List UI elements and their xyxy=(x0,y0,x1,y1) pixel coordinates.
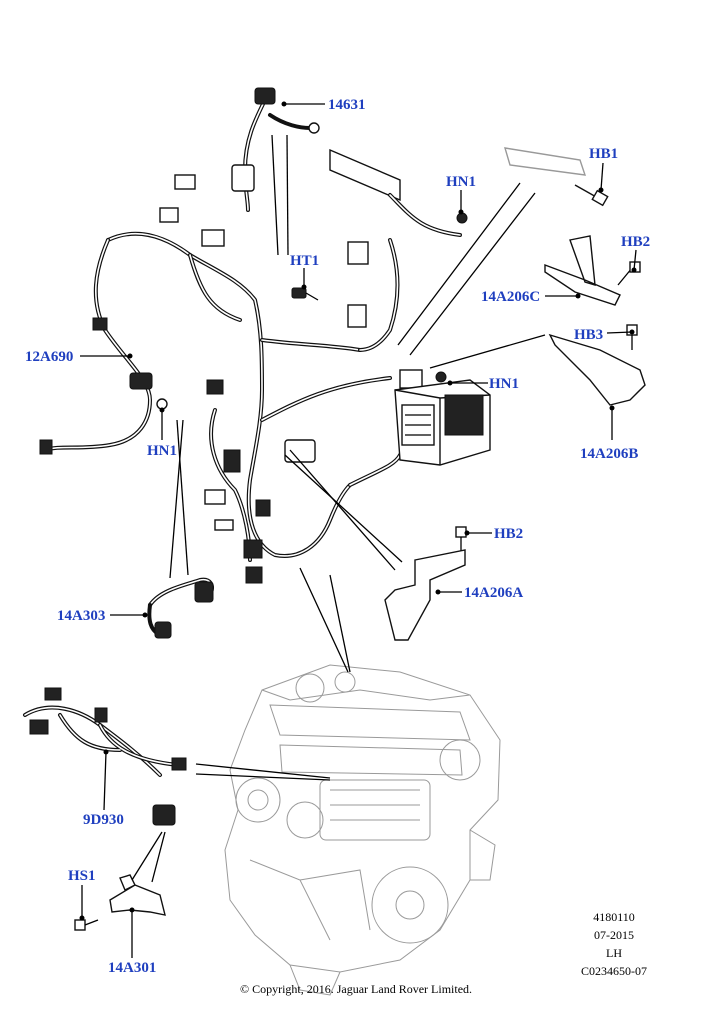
callout-14a206b[interactable]: 14A206B xyxy=(580,446,638,462)
bolt-hb3 xyxy=(626,324,638,350)
bracket-14a206b xyxy=(548,333,646,406)
callout-14a206c[interactable]: 14A206C xyxy=(481,289,540,305)
diagram-side: LH xyxy=(606,946,622,960)
leader-lines xyxy=(79,101,637,958)
nut-hn1-top xyxy=(456,212,468,224)
bracket-14a301 xyxy=(109,874,166,916)
bolt-hb2-mid xyxy=(455,526,467,552)
copyright-notice: © Copyright, 2016. Jaguar Land Rover Lim… xyxy=(240,982,472,996)
relay-bracket xyxy=(329,147,587,237)
sensor-ht1 xyxy=(291,287,319,301)
fuse-box-module xyxy=(394,379,491,466)
battery-cable-14631 xyxy=(231,87,320,212)
callout-14a303[interactable]: 14A303 xyxy=(57,608,105,624)
main-wiring-harness xyxy=(39,174,423,584)
screw-hs1 xyxy=(74,919,99,931)
bolt-hb2-top xyxy=(617,261,641,286)
callout-hs1[interactable]: HS1 xyxy=(68,868,96,884)
sub-harness-14a303 xyxy=(147,577,214,639)
bracket-14a206c xyxy=(544,235,621,306)
callout-hn1-left[interactable]: HN1 xyxy=(147,443,177,459)
callout-hb3[interactable]: HB3 xyxy=(574,327,603,343)
callout-hb2-top[interactable]: HB2 xyxy=(621,234,650,250)
sub-harness-9d930 xyxy=(23,687,187,826)
callout-hb1[interactable]: HB1 xyxy=(589,146,618,162)
callout-14631[interactable]: 14631 xyxy=(328,97,366,113)
callout-hb2-mid[interactable]: HB2 xyxy=(494,526,523,542)
diagram-date: 07-2015 xyxy=(594,928,634,942)
callout-14a301[interactable]: 14A301 xyxy=(108,960,156,976)
callout-12a690[interactable]: 12A690 xyxy=(25,349,73,365)
callout-ht1[interactable]: HT1 xyxy=(290,253,319,269)
callout-9d930[interactable]: 9D930 xyxy=(83,812,124,828)
nut-hn1-right xyxy=(435,371,447,383)
engine-block-illustration xyxy=(224,664,501,996)
bracket-14a206a xyxy=(384,549,466,641)
bolt-hb1 xyxy=(574,184,609,207)
callout-14a206a[interactable]: 14A206A xyxy=(464,585,523,601)
diagram-reference: C0234650-07 xyxy=(581,964,647,978)
diagram-code: 4180110 xyxy=(593,910,635,924)
callout-hn1-top[interactable]: HN1 xyxy=(446,174,476,190)
callout-hn1-right[interactable]: HN1 xyxy=(489,376,519,392)
